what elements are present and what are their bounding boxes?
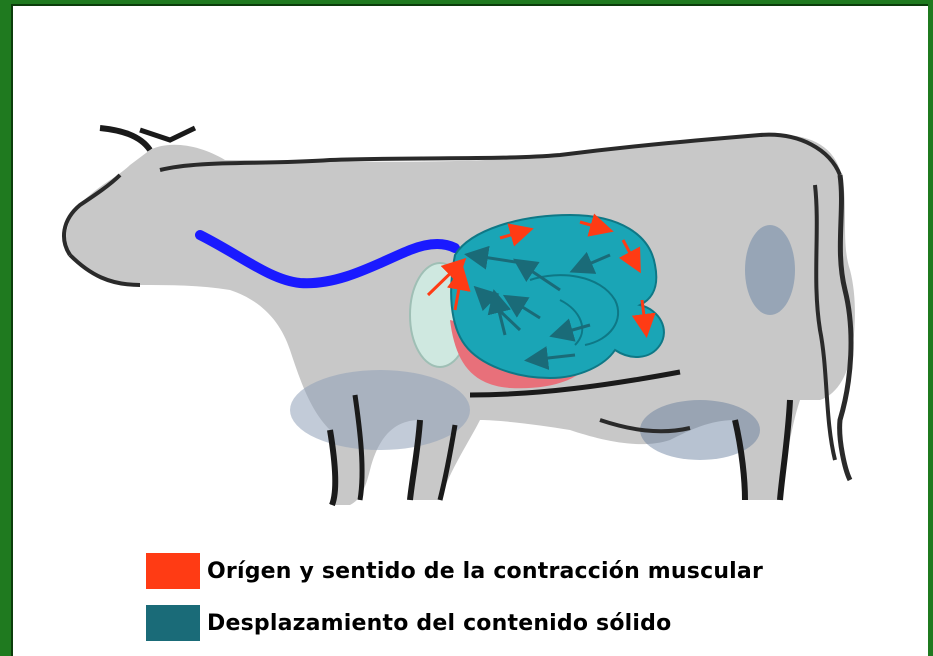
contraction-arrow — [446, 266, 471, 311]
contraction-arrows — [426, 213, 656, 338]
content-arrow — [487, 289, 512, 336]
legend-item-content: Desplazamiento del contenido sólido — [146, 605, 671, 641]
legend-label-contraction: Orígen y sentido de la contracción muscu… — [207, 558, 764, 584]
esophagus — [195, 230, 460, 289]
content-arrow — [569, 251, 611, 274]
legend-swatch-content — [146, 605, 200, 641]
contraction-arrow — [499, 223, 534, 247]
legend-label-content: Desplazamiento del contenido sólido — [207, 610, 672, 636]
legend-item-contraction: Orígen y sentido de la contracción muscu… — [146, 553, 763, 589]
content-arrow — [549, 318, 591, 342]
content-arrows — [464, 245, 611, 370]
contraction-arrow — [631, 299, 656, 338]
content-arrow — [524, 346, 576, 370]
contraction-arrow — [579, 213, 614, 237]
legend-swatch-contraction — [146, 553, 200, 589]
content-arrow — [513, 258, 561, 292]
contraction-arrow — [618, 239, 641, 274]
rumen — [450, 213, 665, 380]
content-arrow — [502, 294, 541, 320]
